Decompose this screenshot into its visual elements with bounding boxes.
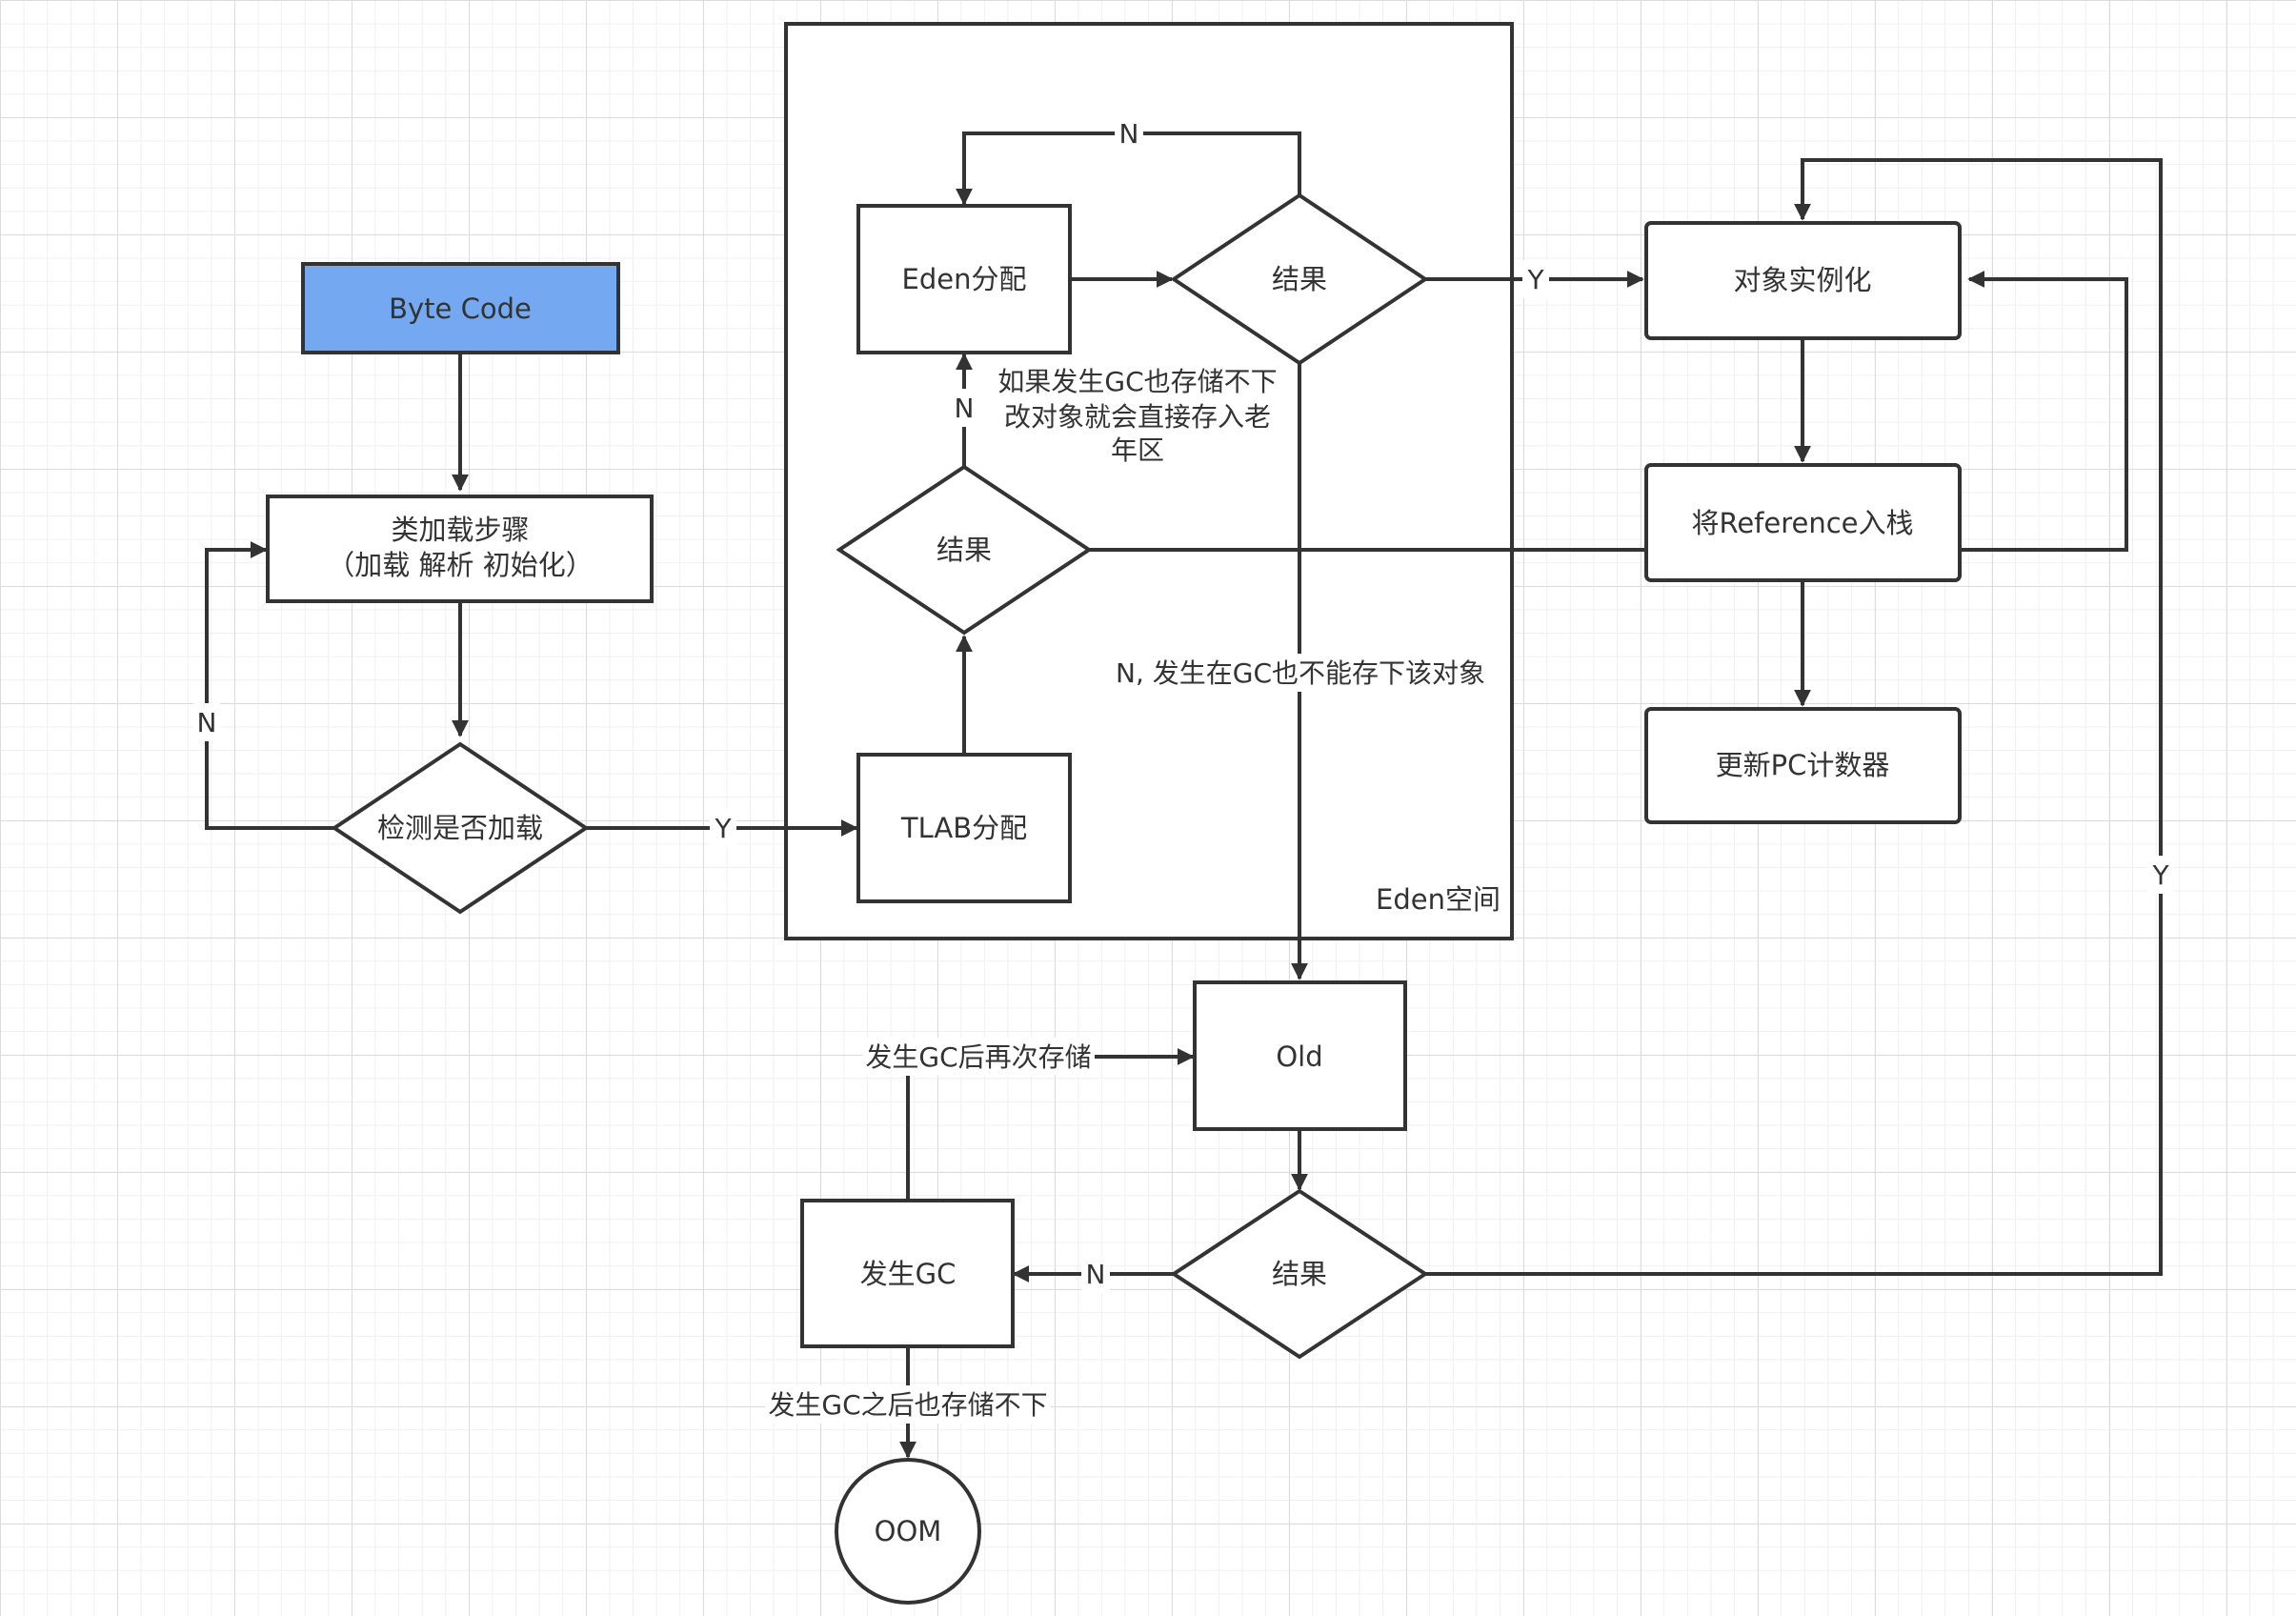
old-label: Old (1276, 1040, 1322, 1073)
tlab-result-decision (836, 464, 1093, 636)
old-node (1193, 980, 1407, 1131)
tlab-label: TLAB分配 (900, 812, 1027, 844)
tlab-node (856, 753, 1072, 903)
old-no-label: N (1086, 1259, 1106, 1290)
gc-label: 发生GC (860, 1258, 957, 1290)
gc-note-line3: 年区 (1111, 434, 1164, 466)
gc-fail-label-bg (765, 1385, 1051, 1424)
check-loaded-decision (331, 741, 590, 915)
eden-alloc-label: Eden分配 (902, 263, 1027, 295)
edge-check-no (205, 541, 334, 830)
eden-yes-label: Y (1526, 264, 1544, 295)
byte-code-label: Byte Code (389, 293, 532, 325)
gc-note-line2: 改对象就会直接存入老 (1004, 401, 1271, 433)
gc-node (800, 1199, 1015, 1348)
eden-result-decision (1170, 192, 1429, 366)
class-loading-label-line1: 类加载步骤 (391, 514, 529, 546)
tlab-no-label-bg (951, 389, 977, 427)
edge-gc-retry (906, 1048, 1195, 1201)
gc-note-line1: 如果发生GC也存储不下 (997, 366, 1277, 397)
eden-no-label: N (1119, 118, 1139, 150)
check-loaded-label: 检测是否加载 (377, 812, 543, 844)
check-yes-label: Y (714, 813, 732, 844)
old-result-decision (1170, 1188, 1429, 1360)
check-yes-label-bg (710, 809, 736, 847)
push-ref-label: 将Reference入栈 (1691, 507, 1913, 539)
eden-space-label: Eden空间 (1376, 883, 1500, 916)
instantiate-node (1644, 221, 1962, 340)
eden-alloc-node (856, 204, 1072, 354)
check-no-label-bg (193, 703, 220, 741)
eden-no-label-bg (1115, 114, 1143, 152)
edge-old-result-yes (1425, 158, 2163, 1276)
oom-node (835, 1458, 981, 1605)
oom-label: OOM (875, 1515, 942, 1547)
eden-to-old-label-bg (1111, 654, 1490, 692)
eden-to-old-label: N, 发生在GC也不能存下该对象 (1116, 657, 1485, 689)
gc-fail-label: 发生GC之后也存储不下 (768, 1389, 1047, 1421)
old-no-label-bg (1081, 1255, 1110, 1293)
push-ref-node (1644, 463, 1962, 582)
update-pc-label: 更新PC计数器 (1716, 749, 1890, 781)
old-yes-label-bg (2147, 856, 2174, 894)
eden-result-label: 结果 (1272, 263, 1327, 295)
byte-code-node (301, 262, 620, 354)
update-pc-node (1644, 707, 1962, 824)
instantiate-label: 对象实例化 (1733, 264, 1871, 296)
gc-retry-label-bg (862, 1038, 1095, 1076)
old-result-label: 结果 (1272, 1258, 1327, 1290)
edge-tlab-result-yes (1089, 271, 2128, 552)
check-no-label: N (197, 707, 217, 738)
tlab-no-label: N (955, 393, 975, 424)
old-yes-label: Y (2151, 859, 2169, 891)
eden-yes-label-bg (1522, 260, 1549, 298)
tlab-result-label: 结果 (937, 534, 992, 566)
class-loading-label-line2: （加载 解析 初始化） (327, 549, 593, 581)
gc-retry-label: 发生GC后再次存储 (865, 1041, 1091, 1073)
class-loading-node (266, 495, 654, 603)
